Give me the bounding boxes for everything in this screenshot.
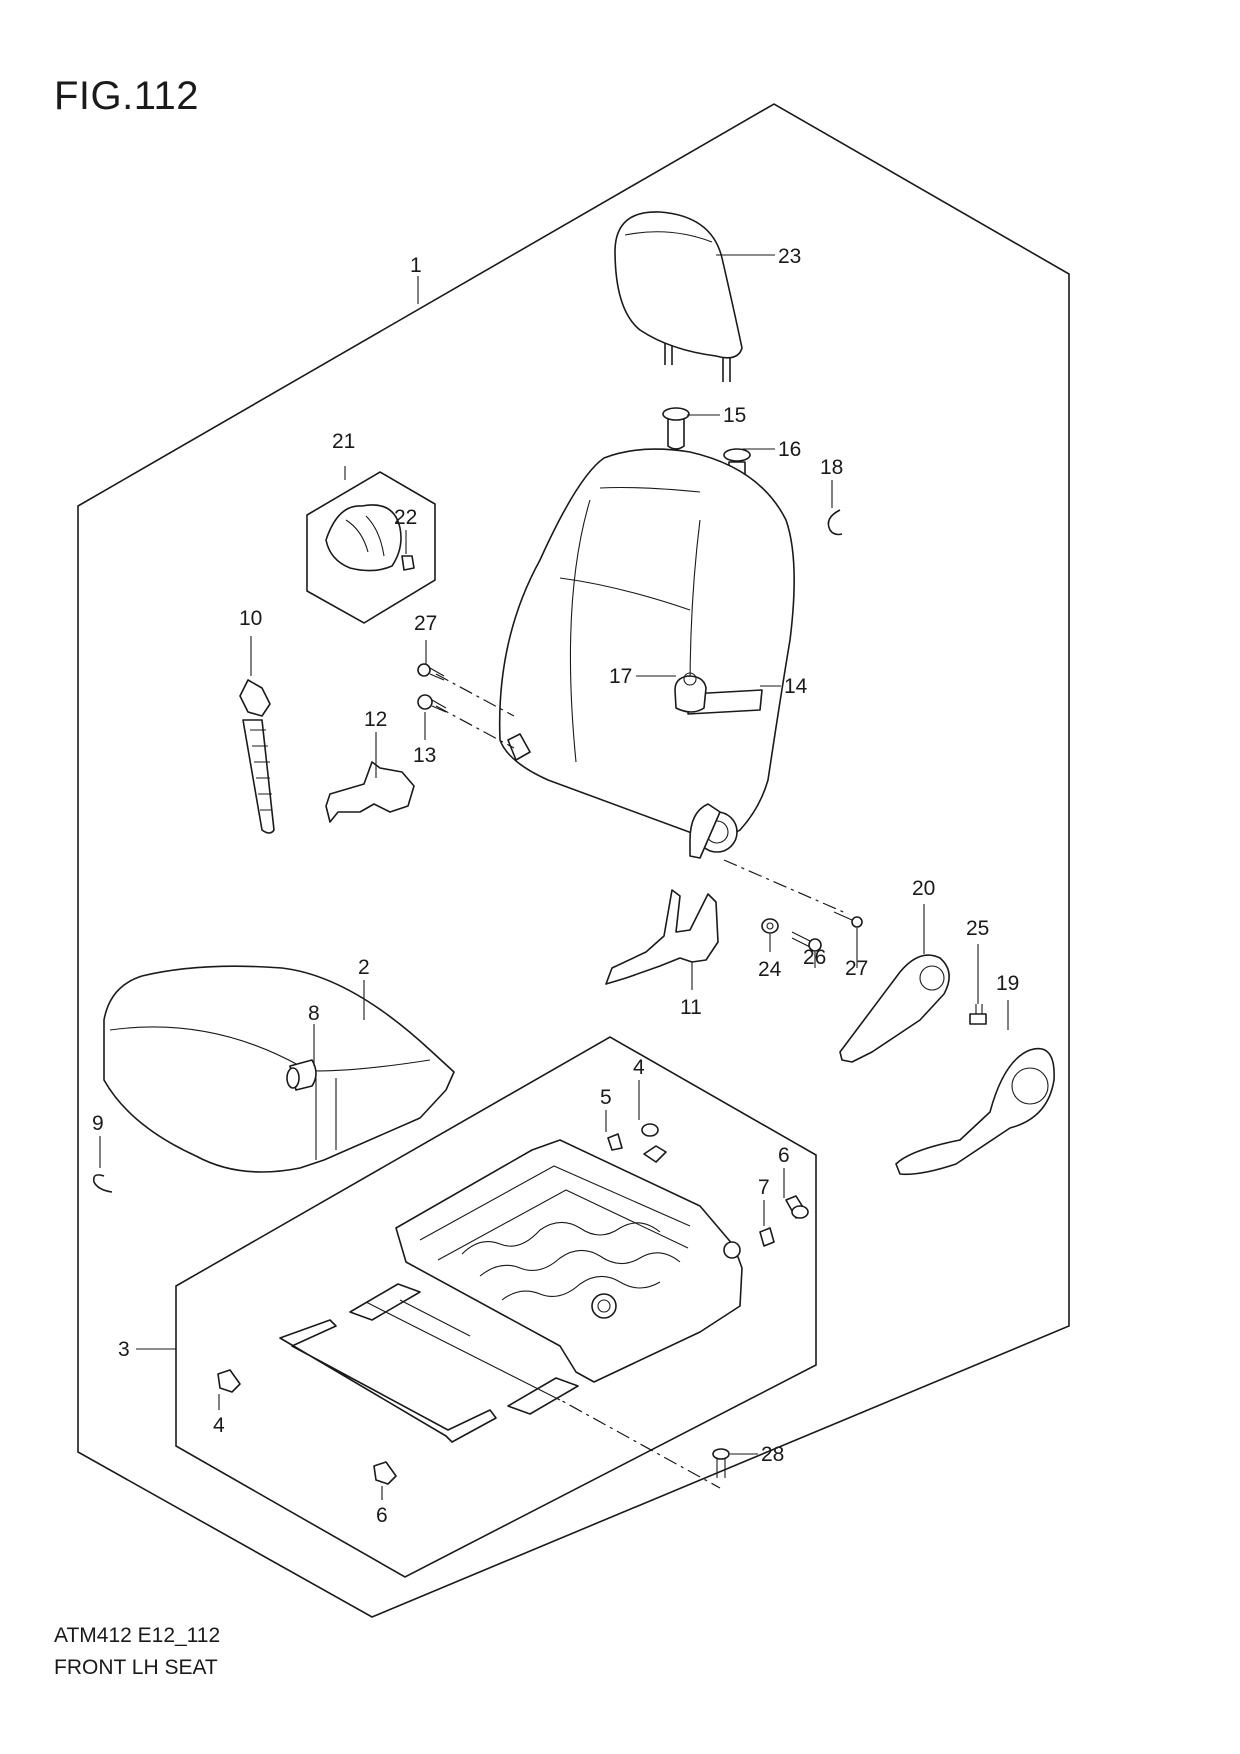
seat-back-part [498,448,795,859]
callout-20: 20 [912,877,935,900]
bracket-11-part [605,889,719,985]
callout-12: 12 [364,708,387,731]
bolt-path-13 [435,705,515,749]
callout-3: 3 [118,1338,130,1361]
recliner-cover-20-part [839,954,950,1063]
leader-lines [99,254,1009,1500]
callout-10: 10 [239,607,262,630]
cable-tie-part [239,679,275,834]
seat-frame-boundary [175,1036,817,1578]
bolt-path-lower [723,859,849,915]
callout-4-upper: 4 [633,1056,645,1079]
callout-14: 14 [784,675,808,698]
callout-6-lower: 6 [376,1504,388,1527]
lever-19-part [895,1047,1055,1176]
headrest-part [614,211,743,382]
frame-clip-parts [217,1123,809,1485]
callout-25: 25 [966,917,989,940]
cover-21-part [325,504,415,572]
callout-6-upper: 6 [778,1144,790,1167]
screw-bolt-parts-upper [417,663,447,713]
callout-9: 9 [92,1112,104,1135]
seat-frame-rod [279,1319,497,1443]
callout-27-lower: 27 [845,957,868,980]
bolt-25-part [969,1004,987,1025]
bolt-path-27-upper [435,673,515,717]
callout-8: 8 [308,1002,320,1025]
callout-19: 19 [996,972,1019,995]
bolt-28-part [712,1448,730,1478]
callout-17: 17 [609,665,632,688]
seat-assembly-boundary [77,103,1070,1618]
bolt-path-28 [545,1391,721,1489]
fastener-parts-lower [761,911,863,952]
callout-28: 28 [761,1443,784,1466]
bracket-12-part [325,761,415,823]
recliner-cover-hole [919,965,945,991]
callout-27-upper: 27 [414,612,437,635]
seat-cushion-part [103,965,455,1173]
callout-7: 7 [758,1176,770,1199]
clip-part [827,509,843,536]
callout-2: 2 [358,956,370,979]
callout-18: 18 [820,456,843,479]
clip-9-part [92,1174,113,1193]
figure-name: FRONT LH SEAT [54,1656,218,1679]
callout-24: 24 [758,958,782,981]
callout-26: 26 [803,946,826,969]
callout-22: 22 [394,506,417,529]
callout-16: 16 [778,438,801,461]
detail-hexagon [306,471,436,624]
callout-15: 15 [723,404,746,427]
callout-11: 11 [680,996,702,1019]
seat-frame-part [349,1139,743,1415]
callout-4-lower: 4 [213,1414,225,1437]
callout-21: 21 [332,430,355,453]
callout-5: 5 [600,1086,612,1109]
callout-1: 1 [410,254,422,277]
figure-code: ATM412 E12_112 [54,1624,221,1647]
figure-title: FIG.112 [54,74,200,118]
callout-23: 23 [778,245,801,268]
callout-13: 13 [413,744,436,767]
